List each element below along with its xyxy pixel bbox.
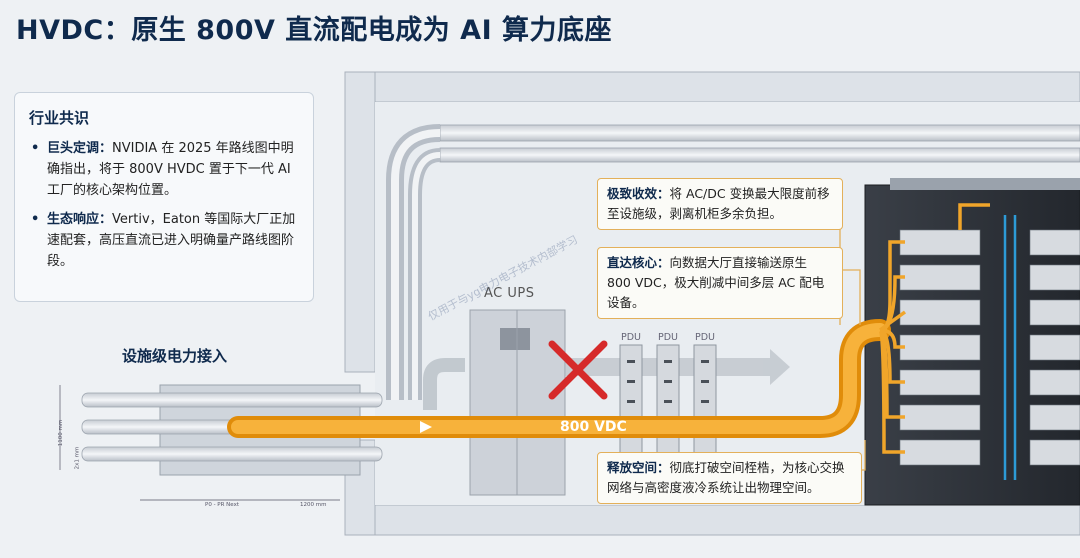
callout-text: 向数据大厅直接输送原生 800 VDC，极大削减中间多层 AC 配电设备。: [607, 255, 825, 310]
facility-input-label: 设施级电力接入: [122, 347, 228, 365]
pdu-label: PDU: [695, 332, 715, 343]
dc-bus-label: 800 VDC: [560, 419, 627, 435]
pdu-cabinets: [619, 344, 717, 471]
callout-label: 直达核心：: [607, 255, 670, 270]
ceiling-pipe: [386, 124, 1080, 400]
pdu-label: PDU: [658, 332, 678, 343]
callout-space: 释放空间：彻底打破空间桎梏，为核心交换网络与高密度液冷系统让出物理空间。: [597, 452, 862, 504]
ac-ups-cabinet: [469, 309, 566, 496]
consensus-item: 生态响应：Vertiv，Eaton 等国际大厂正加速配套，高压直流已进入明确量产…: [31, 209, 313, 272]
callout-direct: 直达核心：向数据大厅直接输送原生 800 VDC，极大削减中间多层 AC 配电设…: [597, 247, 843, 319]
eliminated-cross-icon: [548, 340, 608, 400]
consensus-item-label: 巨头定调：: [47, 141, 113, 156]
dimension-label: P0 - PR Next: [205, 502, 239, 508]
server-racks: [864, 178, 1080, 506]
dimension-label: 2x1 mm: [74, 446, 81, 470]
consensus-item-text: NVIDIA 在 2025 年路线图中明确指出，将于 800V HVDC 置于下…: [47, 141, 294, 198]
consensus-card: 行业共识 巨头定调：NVIDIA 在 2025 年路线图中明确指出，将于 800…: [14, 92, 314, 302]
callout-label: 极致收效：: [607, 186, 670, 201]
page-title: HVDC：原生 800V 直流配电成为 AI 算力底座: [16, 15, 613, 46]
callout-text: 彻底打破空间桎梏，为核心交换网络与高密度液冷系统让出物理空间。: [607, 460, 845, 495]
dimension-label: 1100 mm: [58, 419, 65, 447]
consensus-item-text: Vertiv，Eaton 等国际大厂正加速配套，高压直流已进入明确量产路线图阶段…: [47, 212, 296, 269]
facility-entry-conduits: [59, 384, 383, 501]
consensus-list: 巨头定调：NVIDIA 在 2025 年路线图中明确指出，将于 800V HVD…: [15, 138, 313, 272]
callout-text: 将 AC/DC 变换最大限度前移至设施级，剥离机柜多余负担。: [607, 186, 830, 221]
dimension-label: 1200 mm: [300, 502, 327, 508]
callout-efficiency: 极致收效：将 AC/DC 变换最大限度前移至设施级，剥离机柜多余负担。: [597, 178, 843, 230]
consensus-item-label: 生态响应：: [47, 212, 113, 227]
dc-bus-800v: [227, 203, 990, 454]
consensus-heading: 行业共识: [29, 109, 90, 127]
callout-label: 释放空间：: [607, 460, 670, 475]
consensus-item: 巨头定调：NVIDIA 在 2025 年路线图中明确指出，将于 800V HVD…: [31, 138, 313, 201]
ac-ups-label: AC UPS: [484, 286, 535, 301]
pdu-label: PDU: [621, 332, 641, 343]
